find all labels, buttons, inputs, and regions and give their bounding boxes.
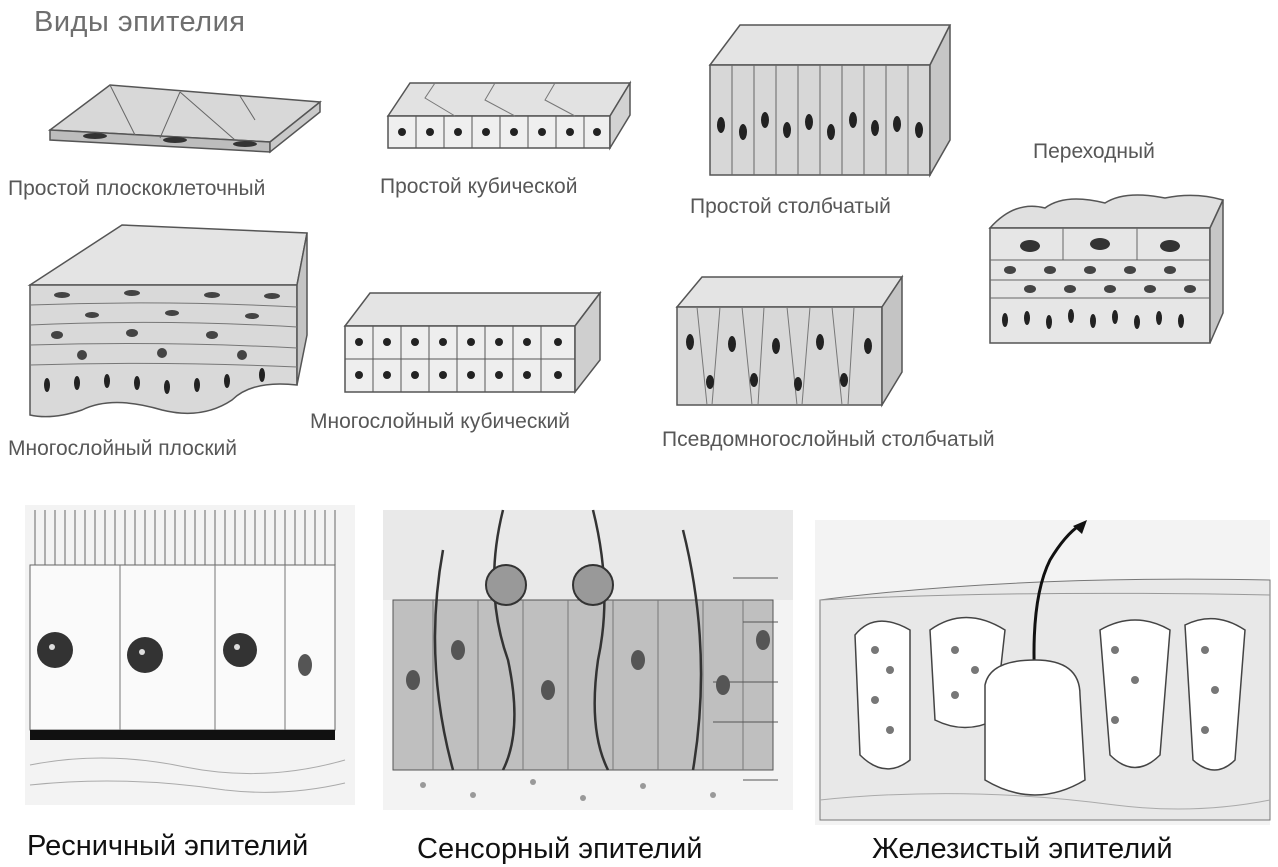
pseudostratified-illustration <box>672 272 907 412</box>
caption-sensory: Сенсорный эпителий <box>417 833 702 866</box>
label-transitional: Переходный <box>1033 140 1155 164</box>
label-simple-squamous: Простой плоскоклеточный <box>8 177 265 201</box>
ciliated-epithelium-illustration <box>25 505 355 805</box>
simple-cuboidal-illustration <box>385 78 635 158</box>
page-title: Виды эпителия <box>34 6 246 39</box>
label-stratified-squamous: Многослойный плоский <box>8 437 237 461</box>
label-simple-cuboidal: Простой кубической <box>380 175 577 199</box>
label-simple-columnar: Простой столбчатый <box>690 195 891 219</box>
transitional-illustration <box>985 188 1230 348</box>
simple-columnar-illustration <box>705 20 955 180</box>
label-pseudostratified: Псевдомногослойный столбчатый <box>662 428 995 452</box>
label-stratified-cuboidal: Многослойный кубический <box>310 410 570 434</box>
stratified-cuboidal-illustration <box>340 288 605 398</box>
simple-squamous-illustration <box>40 80 330 160</box>
caption-glandular: Железистый эпителий <box>872 833 1173 866</box>
stratified-squamous-illustration <box>22 215 312 425</box>
glandular-epithelium-illustration <box>815 520 1270 825</box>
sensory-epithelium-illustration <box>383 510 793 810</box>
caption-ciliated: Ресничный эпителий <box>27 830 308 863</box>
